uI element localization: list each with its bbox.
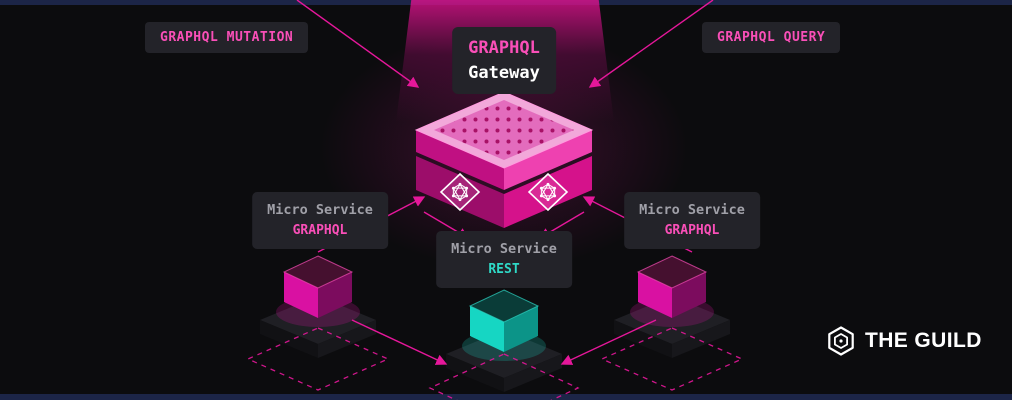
brand-name: THE GUILD [865, 329, 982, 352]
microservice-protocol: REST [488, 261, 520, 277]
graphql-mutation-badge: GRAPHQL MUTATION [145, 22, 309, 53]
graphql-gateway-isometric [414, 92, 594, 228]
microservice-name: Micro Service [639, 202, 745, 218]
microservice-cube-graphql-left [260, 255, 376, 358]
microservice-cube-rest-center [446, 289, 562, 392]
microservice-label-graphql-left: Micro Service GRAPHQL [252, 192, 388, 250]
microservice-cube-graphql-right [614, 255, 730, 358]
microservice-protocol: GRAPHQL [292, 222, 348, 238]
microservice-name: Micro Service [267, 202, 373, 218]
graphql-badge-right [527, 172, 569, 212]
graphql-query-badge: GRAPHQL QUERY [702, 22, 841, 53]
guild-hexagon-icon [828, 326, 854, 356]
microservice-label-rest-center: Micro Service REST [436, 231, 572, 289]
graphql-badge-left [439, 172, 481, 212]
microservice-name: Micro Service [451, 241, 557, 257]
gateway-label: GRAPHQL Gateway [452, 27, 556, 95]
brand-logo: THE GUILD [826, 326, 982, 356]
microservice-label-graphql-right: Micro Service GRAPHQL [624, 192, 760, 250]
gateway-subtitle: Gateway [468, 62, 540, 83]
gateway-title: GRAPHQL [468, 38, 540, 58]
microservice-protocol: GRAPHQL [664, 222, 720, 238]
